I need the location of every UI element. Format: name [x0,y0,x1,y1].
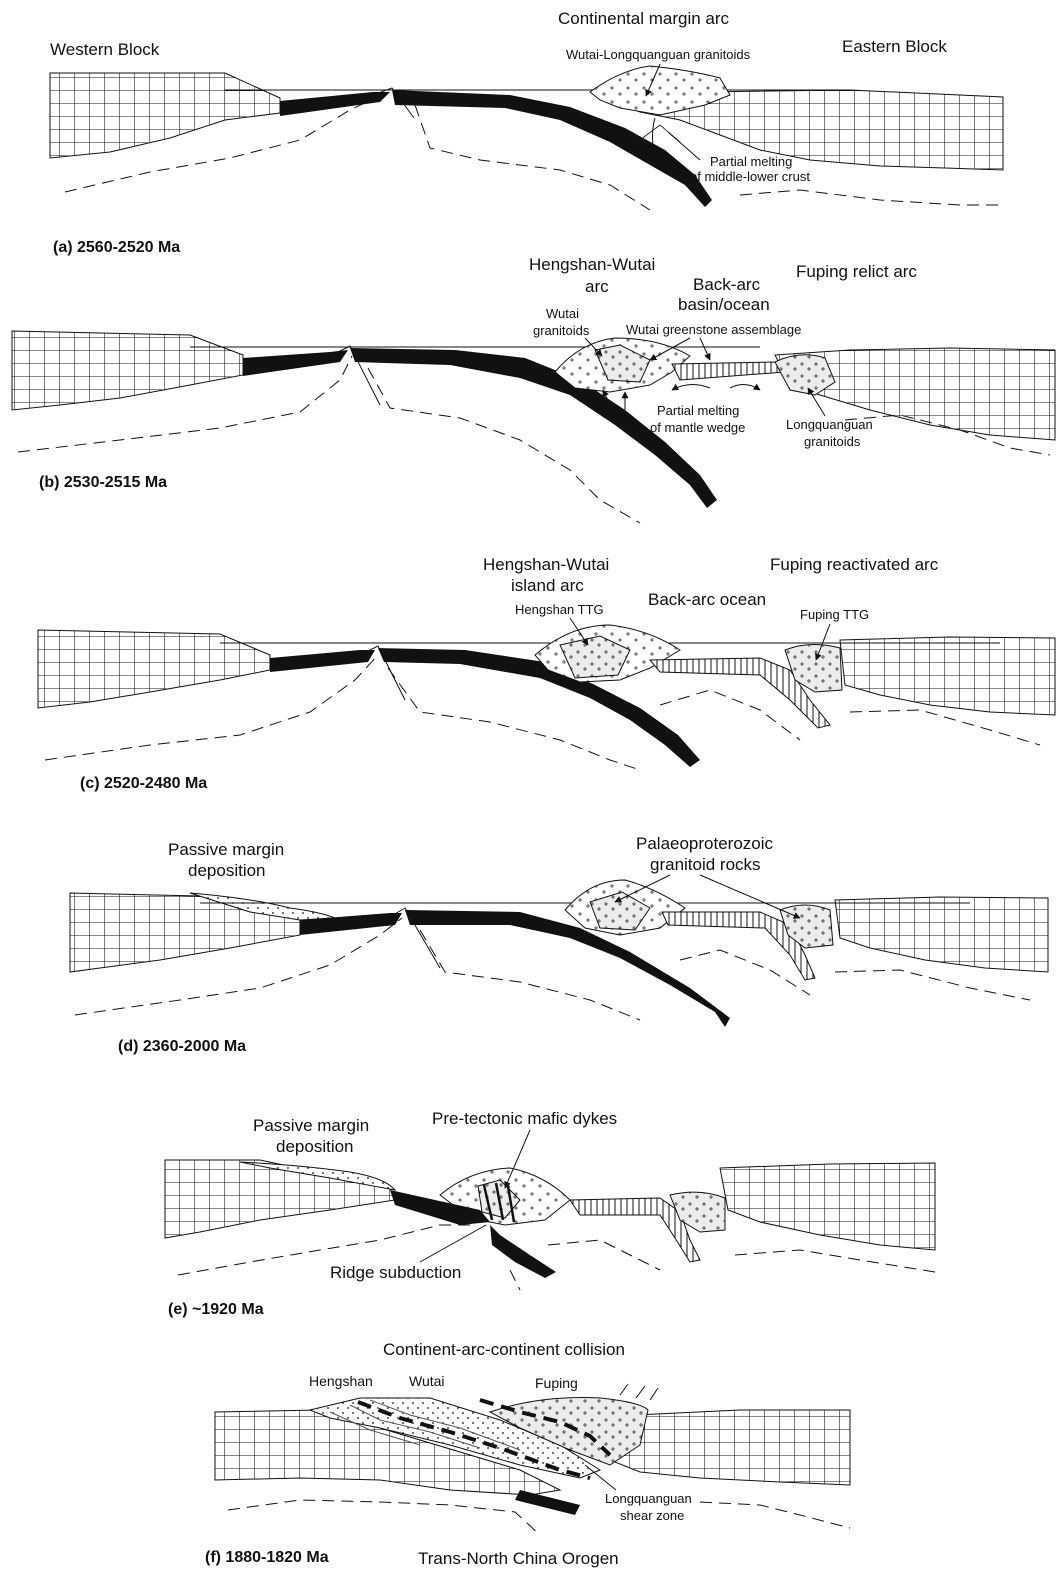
wutai-granitoids-label-1: Wutai [546,306,579,321]
panel-c-caption: (c) 2520-2480 Ma [80,775,207,792]
wutai-label: Wutai [409,1373,445,1389]
eastern-block-label: Eastern Block [842,37,947,56]
partial-melting-label-1: Partial melting [710,154,792,169]
hengshan-ttg-label: Hengshan TTG [515,602,604,617]
panel-b-caption: (b) 2530-2515 Ma [39,474,167,491]
back-arc-crust [661,911,816,981]
back-arc-crust [569,1197,701,1263]
panel-d-caption: (d) 2360-2000 Ma [118,1038,246,1055]
shear-zone-label-1: Longquanguan [605,1491,692,1506]
subducting-ridge-slab [390,1190,490,1225]
subducting-oceanic-slab [405,910,730,1027]
western-block [37,629,271,709]
passive-margin-label-2: deposition [276,1137,354,1156]
fuping-label: Fuping [535,1375,578,1391]
eastern-block [834,896,1049,973]
panel-a-caption: (a) 2560-2520 Ma [53,239,180,256]
western-block [11,330,244,411]
pre-tectonic-mafic-dykes-label: Pre-tectonic mafic dykes [432,1109,617,1128]
collision-label: Continent-arc-continent collision [383,1340,625,1359]
passive-margin-label-2: deposition [188,861,266,880]
hengshan-wutai-arc-label-2: arc [585,277,609,296]
hengshan-wutai-island-arc-label-2: island arc [511,576,584,595]
wutai-longquanguan-granitoids-label: Wutai-Longquanguan granitoids [566,47,751,62]
fuping-ttg-label: Fuping TTG [800,607,869,622]
eastern-block [609,1409,851,1486]
subducting-oceanic-slab [392,90,712,207]
shear-zone-lower [479,1398,612,1457]
western-oceanic-plate [280,92,390,116]
western-block-label: Western Block [50,40,160,59]
eastern-block [719,1162,936,1251]
panel-f-caption: (f) 1880-1820 Ma [205,1549,329,1566]
panel-d: Passive margin deposition Palaeoproteroz… [69,834,1049,1055]
back-arc-ocean-crust [648,657,831,729]
shear-zone-label-2: shear zone [620,1508,684,1523]
back-arc-label-2: basin/ocean [678,295,770,314]
back-arc-ocean-label: Back-arc ocean [648,590,766,609]
partial-melting-label-1: Partial melting [657,403,739,418]
subducting-oceanic-slab [350,348,717,508]
panel-c: Hengshan-Wutai island arc Back-arc ocean… [37,555,1056,792]
passive-margin-deposits [239,1161,397,1191]
passive-margin-label-1: Passive margin [253,1116,369,1135]
back-arc-basin [671,361,787,381]
palaeoproterozoic-label-2: granitoid rocks [650,855,761,874]
subducted-slab [515,1490,580,1515]
hengshan-label: Hengshan [309,1373,373,1389]
continental-margin-arc-label: Continental margin arc [558,9,730,28]
western-block [49,72,281,159]
hengshan-wutai-island-arc-label-1: Hengshan-Wutai [483,555,609,574]
panel-e: Passive margin deposition Pre-tectonic m… [164,1109,936,1318]
wutai-granitoids-label-2: granitoids [533,323,590,338]
shear-zone-upper [357,1400,591,1480]
passive-margin-label-1: Passive margin [168,840,284,859]
longquanguan-granitoids-label-1: Longquanguan [786,417,873,432]
partial-melting-label-2: of mantle wedge [650,420,745,435]
panel-e-caption: (e) ~1920 Ma [168,1301,264,1318]
hengshan-wutai-arc-label-1: Hengshan-Wutai [529,255,655,274]
western-block [164,1159,396,1239]
palaeoproterozoic-label-1: Palaeoproterozoic [636,834,774,853]
panel-b: Hengshan-Wutai arc Back-arc basin/ocean … [11,255,1056,524]
wutai-greenstone-label: Wutai greenstone assemblage [626,322,801,337]
panel-f: Continent-arc-continent collision Hengsh… [205,1340,851,1568]
longquanguan-granitoids-label-2: granitoids [804,434,861,449]
partial-melting-label-2: of middle-lower crust [690,169,810,184]
back-arc-label-1: Back-arc [693,275,761,294]
ridge-subduction-label: Ridge subduction [330,1263,461,1282]
subducting-oceanic-slab [378,648,700,767]
fuping-relict-arc-label: Fuping relict arc [796,262,917,281]
fuping-reactivated-arc-label: Fuping reactivated arc [770,555,939,574]
panel-a: Western Block Eastern Block Continental … [49,9,1004,256]
eastern-block [839,636,1056,716]
orogen-label: Trans-North China Orogen [418,1549,619,1568]
